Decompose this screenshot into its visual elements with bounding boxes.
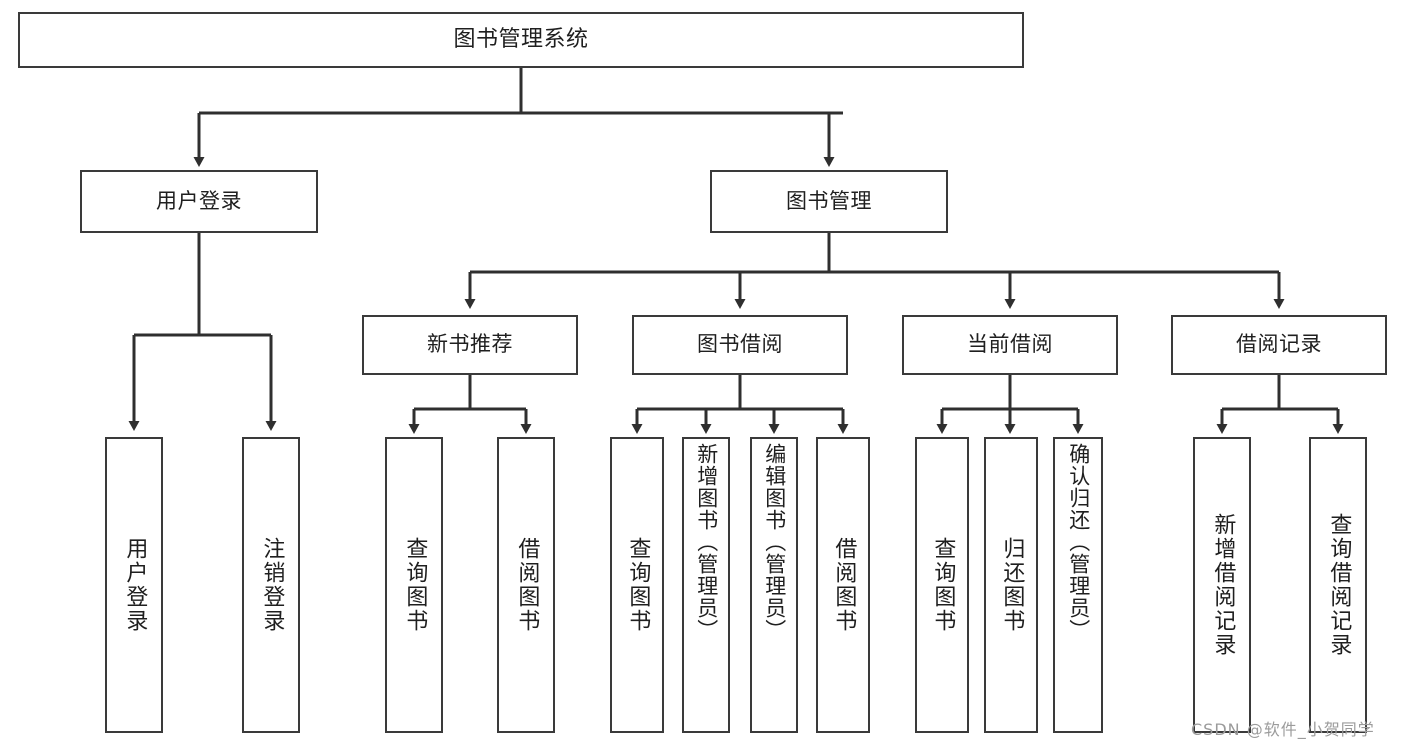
node-leaf-return-book-label: 归还图书 bbox=[999, 537, 1025, 633]
node-leaf-confirm-return-admin[interactable]: 确认归还（管理员） bbox=[1053, 437, 1103, 733]
node-user-login-label: 用户登录 bbox=[156, 188, 242, 213]
node-leaf-query-book-2[interactable]: 查询图书 bbox=[610, 437, 664, 733]
node-leaf-query-record-label: 查询借阅记录 bbox=[1326, 513, 1352, 657]
node-current-borrow-label: 当前借阅 bbox=[967, 332, 1053, 357]
node-leaf-query-book-3[interactable]: 查询图书 bbox=[915, 437, 969, 733]
watermark: CSDN @软件_小贺同学 bbox=[1191, 720, 1375, 739]
node-leaf-borrow-book-2[interactable]: 借阅图书 bbox=[816, 437, 870, 733]
node-leaf-edit-book-admin[interactable]: 编辑图书（管理员） bbox=[750, 437, 798, 733]
node-current-borrow[interactable]: 当前借阅 bbox=[902, 315, 1118, 375]
node-book-borrow-label: 图书借阅 bbox=[697, 332, 783, 357]
node-leaf-logout-label: 注销登录 bbox=[259, 537, 285, 633]
node-borrow-record[interactable]: 借阅记录 bbox=[1171, 315, 1387, 375]
node-book-manage-label: 图书管理 bbox=[786, 188, 872, 213]
node-leaf-add-record-label: 新增借阅记录 bbox=[1210, 513, 1236, 657]
node-leaf-add-book-admin[interactable]: 新增图书（管理员） bbox=[682, 437, 730, 733]
node-leaf-return-book[interactable]: 归还图书 bbox=[984, 437, 1038, 733]
node-root-label: 图书管理系统 bbox=[453, 26, 589, 52]
node-leaf-add-book-admin-label: 新增图书（管理员） bbox=[694, 443, 719, 641]
node-leaf-borrow-book-1-label: 借阅图书 bbox=[514, 537, 540, 633]
node-leaf-query-book-1-label: 查询图书 bbox=[402, 537, 428, 633]
node-leaf-add-record[interactable]: 新增借阅记录 bbox=[1193, 437, 1251, 733]
node-new-book-recommend-label: 新书推荐 bbox=[427, 332, 513, 357]
node-leaf-query-record[interactable]: 查询借阅记录 bbox=[1309, 437, 1367, 733]
node-leaf-query-book-3-label: 查询图书 bbox=[930, 537, 956, 633]
node-root[interactable]: 图书管理系统 bbox=[18, 12, 1024, 68]
node-user-login[interactable]: 用户登录 bbox=[80, 170, 318, 233]
node-leaf-confirm-return-admin-label: 确认归还（管理员） bbox=[1066, 443, 1091, 641]
node-leaf-user-login-label: 用户登录 bbox=[122, 537, 148, 633]
node-leaf-user-login[interactable]: 用户登录 bbox=[105, 437, 163, 733]
node-leaf-borrow-book-1[interactable]: 借阅图书 bbox=[497, 437, 555, 733]
node-leaf-logout[interactable]: 注销登录 bbox=[242, 437, 300, 733]
node-new-book-recommend[interactable]: 新书推荐 bbox=[362, 315, 578, 375]
node-leaf-query-book-2-label: 查询图书 bbox=[625, 537, 651, 633]
node-book-manage[interactable]: 图书管理 bbox=[710, 170, 948, 233]
node-book-borrow[interactable]: 图书借阅 bbox=[632, 315, 848, 375]
node-leaf-borrow-book-2-label: 借阅图书 bbox=[831, 537, 857, 633]
node-leaf-edit-book-admin-label: 编辑图书（管理员） bbox=[762, 443, 787, 641]
node-borrow-record-label: 借阅记录 bbox=[1236, 332, 1322, 357]
node-leaf-query-book-1[interactable]: 查询图书 bbox=[385, 437, 443, 733]
